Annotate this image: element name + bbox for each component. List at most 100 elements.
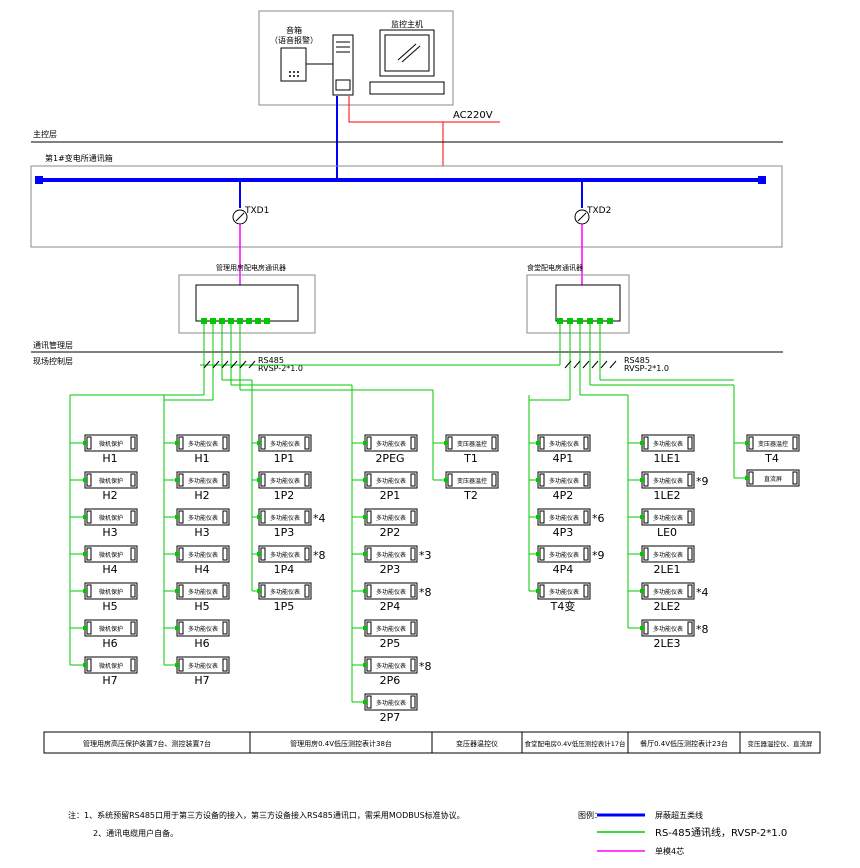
device-type-label: 多功能仪表 [653,588,683,596]
field-layer-label: 现场控制层 [33,356,73,366]
device-name-label: 2PEG [375,452,404,465]
device-type-label: 多功能仪表 [549,551,579,559]
device-type-label: 微机保护 [99,477,123,485]
device-type-label: 多功能仪表 [549,440,579,448]
device-count-label: *8 [419,586,432,599]
device-name-label: 2LE3 [653,637,680,650]
device-count-label: *8 [313,549,326,562]
device-name-label: 4P3 [553,526,574,539]
comm-cabinet-frame [30,165,783,248]
device-type-label: 多功能仪表 [270,551,300,559]
summary-cell-1: 管理用房高压保护装置7台、测控装置7台 [83,739,211,748]
device-1-0[interactable]: 多功能仪表 H1 [175,434,230,465]
device-type-label: 多功能仪表 [549,588,579,596]
device-count-label: *6 [592,512,605,525]
summary-cell-2: 管理用房0.4V低压测控表计38台 [290,739,392,748]
speaker-grille [289,71,299,77]
device-3-4[interactable]: 多功能仪表 2P4 *8 [363,582,432,613]
comm1-title: 管理用房配电房通讯器 [216,263,286,272]
device-8-0[interactable]: 直流屏 [745,469,800,487]
device-name-label: 1P2 [274,489,295,502]
device-count-label: *9 [592,549,605,562]
device-type-label: 多功能仪表 [376,588,406,596]
device-type-label: 微机保护 [99,440,123,448]
txd1-label: TXD1 [244,206,269,216]
device-name-label: H2 [102,489,117,502]
device-type-label: 多功能仪表 [653,440,683,448]
device-name-label: 4P2 [553,489,574,502]
device-type-label: 多功能仪表 [376,440,406,448]
device-name-label: H5 [102,600,117,613]
device-name-label: 2P4 [380,600,401,613]
device-type-label: 多功能仪表 [188,440,218,448]
device-name-label: 1LE1 [653,452,680,465]
summary-cell-6: 变压器温控仪、直流屏 [748,739,814,748]
summary-cell-4: 食堂配电房0.4V低压测控表计17台 [524,739,625,748]
comm-unit-2 [526,274,630,334]
bus-label-rs485-2: RS485 [624,356,650,365]
device-name-label: H3 [102,526,117,539]
device-3-0[interactable]: 多功能仪表 2PEG [363,434,418,465]
device-name-label: H1 [194,452,209,465]
device-type-label: 多功能仪表 [270,514,300,522]
device-name-label: 2LE2 [653,600,680,613]
device-6-0[interactable]: 多功能仪表 1LE1 [640,434,695,465]
device-0-1[interactable]: 微机保护 H2 [83,471,138,502]
device-type-label: 多功能仪表 [188,625,218,633]
device-name-label: T1 [463,452,478,465]
device-type-label: 多功能仪表 [188,588,218,596]
device-count-label: *4 [696,586,709,599]
device-name-label: H4 [194,563,209,576]
device-name-label: H4 [102,563,117,576]
device-name-label: 2P3 [380,563,401,576]
power-line [348,96,444,166]
device-name-label: 2P6 [380,674,401,687]
computer-tower-icon [332,34,354,96]
comm-cabinet-label: 第1#变电所通讯箱 [45,153,113,163]
device-type-label: 多功能仪表 [270,440,300,448]
main-layer-label: 主控层 [33,129,57,139]
device-type-label: 多功能仪表 [376,699,406,707]
device-type-label: 直流屏 [764,475,782,483]
device-6-4[interactable]: 多功能仪表 2LE2 *4 [640,582,709,613]
legend-item-2: RS-485通讯线，RVSP-2*1.0 [655,826,787,839]
comm-layer-label: 通讯管理层 [33,340,73,350]
